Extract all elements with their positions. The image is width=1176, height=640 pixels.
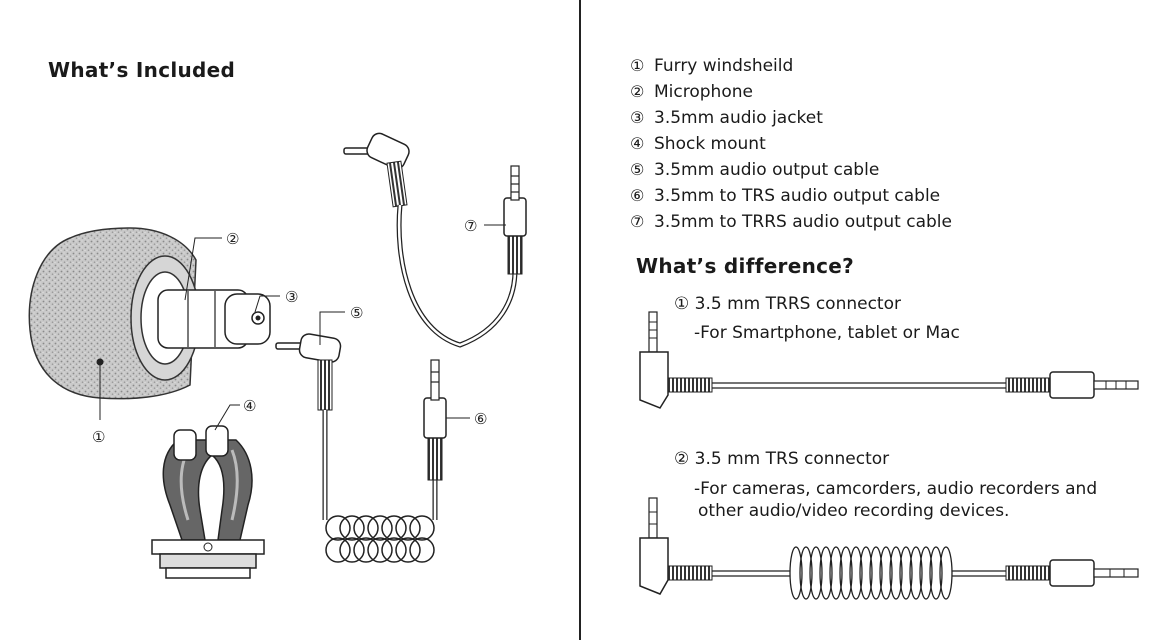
item-number: ③ [630,108,645,127]
callout-leaders [96,224,506,431]
item-number: ④ [630,134,645,153]
included-items-illustration: ① ② ③ ④ ⑤ ⑥ ⑦ [28,132,527,579]
parts-list: ① Furry windsheild ② Microphone ③ 3.5mm aud… [630,53,952,235]
list-item: ③ 3.5mm audio jacket [630,105,952,131]
desc-line: other audio/video recording devices. [698,501,1010,521]
part-label: 3.5mm to TRS audio output cable [654,186,941,206]
trrs-connector-title: ① 3.5 mm TRRS connector [674,294,901,314]
item-number: ⑦ [630,212,645,231]
list-item: ⑤ 3.5mm audio output cable [630,157,952,183]
callout-4: ④ [243,397,256,415]
list-item: ① Furry windsheild [630,53,952,79]
list-item: ⑥ 3.5mm to TRS audio output cable [630,183,952,209]
callout-6: ⑥ [474,410,487,428]
shock-mount [151,425,265,579]
whats-included-heading: What’s Included [48,58,236,82]
cable-coils [325,515,435,563]
part-label: 3.5mm to TRRS audio output cable [654,212,952,232]
list-item: ④ Shock mount [630,131,952,157]
coiled-audio-output-cable [275,333,447,563]
callout-5: ⑤ [350,304,363,322]
part-label: Furry windsheild [654,56,794,76]
item-number: ① [674,294,690,314]
connector-title-text: 3.5 mm TRRS connector [694,294,901,314]
callout-1: ① [92,428,105,446]
callout-7: ⑦ [464,217,477,235]
trs-cable-coils [789,546,953,600]
item-number: ② [674,449,690,469]
item-number: ⑤ [630,160,645,179]
trrs-connector-desc: -For Smartphone, tablet or Mac [694,322,960,344]
part-label: 3.5mm audio jacket [654,108,823,128]
list-item: ② Microphone [630,79,952,105]
desc-line: -For Smartphone, tablet or Mac [694,323,960,343]
desc-line: -For cameras, camcorders, audio recorder… [694,479,1098,499]
list-item: ⑦ 3.5mm to TRRS audio output cable [630,209,952,235]
callout-2: ② [226,230,239,248]
microphone-body [157,289,271,349]
trs-connector-title: ② 3.5 mm TRS connector [674,449,889,469]
page-divider [579,0,581,640]
part-label: Microphone [654,82,753,102]
item-number: ① [630,56,645,75]
trs-connector-desc: -For cameras, camcorders, audio recorder… [694,478,1097,522]
trrs-audio-output-cable [343,132,527,348]
item-number: ⑥ [630,186,645,205]
connector-title-text: 3.5 mm TRS connector [694,449,890,469]
whats-difference-heading: What’s difference? [636,254,855,278]
item-number: ② [630,82,645,101]
callout-3: ③ [285,288,298,306]
part-label: 3.5mm audio output cable [654,160,880,180]
part-label: Shock mount [654,134,766,154]
